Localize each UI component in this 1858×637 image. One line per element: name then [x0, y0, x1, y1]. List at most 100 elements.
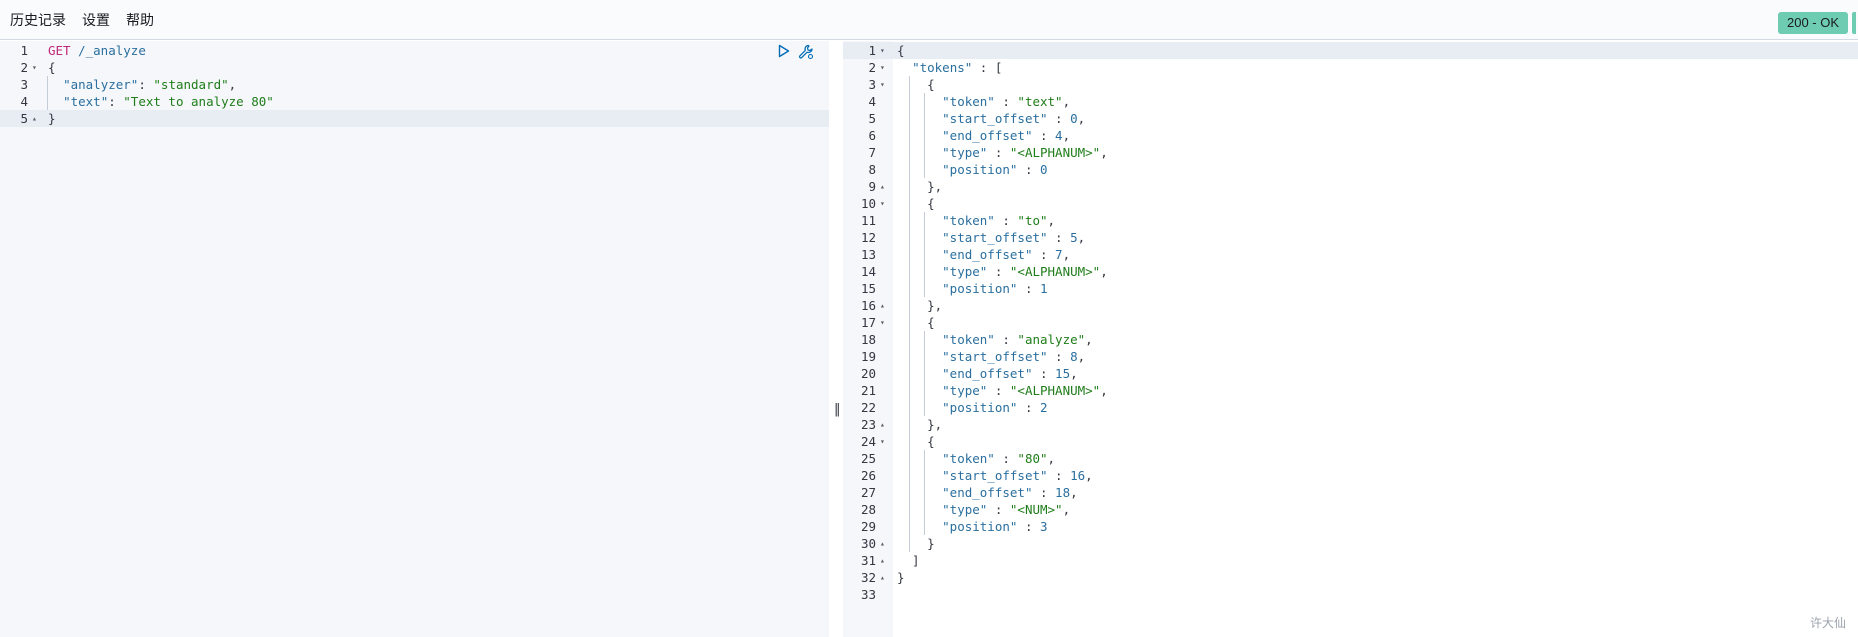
response-code-line: { — [897, 315, 935, 330]
response-code-line: "position" : 1 — [942, 281, 1048, 296]
indent-guide — [47, 76, 48, 110]
request-active-line — [44, 110, 829, 127]
fold-open-icon[interactable]: ▾ — [880, 318, 885, 327]
response-line-number: 27 — [860, 485, 876, 500]
indent-guide — [924, 93, 925, 178]
fold-open-icon[interactable]: ▾ — [880, 199, 885, 208]
fold-close-icon[interactable]: ▴ — [880, 182, 885, 191]
request-code-line: GET /_analyze — [48, 43, 146, 58]
response-line-number: 20 — [860, 366, 876, 381]
response-code-line: "type" : "<ALPHANUM>", — [942, 145, 1108, 160]
fold-open-icon[interactable]: ▾ — [880, 437, 885, 446]
response-line-number: 14 — [860, 264, 876, 279]
response-line-number: 4 — [868, 94, 876, 109]
status-badge-edge — [1852, 12, 1856, 34]
response-code-line: } — [897, 536, 935, 551]
request-line-number: 2 — [20, 60, 28, 75]
fold-close-icon[interactable]: ▴ — [880, 573, 885, 582]
request-code-line: "text": "Text to analyze 80" — [63, 94, 274, 109]
fold-close-icon[interactable]: ▴ — [32, 114, 37, 123]
response-code-line: "end_offset" : 4, — [942, 128, 1071, 143]
watermark: 许大仙 — [1810, 616, 1847, 630]
fold-close-icon[interactable]: ▴ — [880, 301, 885, 310]
response-code-line: { — [897, 196, 935, 211]
response-line-number: 25 — [860, 451, 876, 466]
request-line-number: 4 — [20, 94, 28, 109]
response-code-line: "token" : "analyze", — [942, 332, 1093, 347]
response-code-line: "start_offset" : 16, — [942, 468, 1093, 483]
response-line-number: 16 — [860, 298, 876, 313]
response-code-line: }, — [897, 298, 943, 313]
response-code-area[interactable]: { "tokens" : [ { "token" : "text", "star… — [893, 41, 1858, 637]
request-gutter-active-line — [0, 110, 44, 127]
response-line-number: 8 — [868, 162, 876, 177]
fold-close-icon[interactable]: ▴ — [880, 420, 885, 429]
indent-guide — [909, 76, 910, 552]
response-active-line — [893, 42, 1858, 59]
menu-settings[interactable]: 设置 — [82, 12, 110, 28]
request-line-number: 1 — [20, 43, 28, 58]
response-line-number: 15 — [860, 281, 876, 296]
response-code-line: "token" : "80", — [942, 451, 1056, 466]
response-code-line: "token" : "text", — [942, 94, 1071, 109]
status-badge: 200 - OK — [1778, 12, 1849, 34]
indent-guide — [924, 331, 925, 416]
request-code-area[interactable]: GET /_analyze { "analyzer": "standard", "… — [44, 41, 829, 637]
fold-open-icon[interactable]: ▾ — [880, 80, 885, 89]
response-line-number: 9 — [868, 179, 876, 194]
response-code-line: }, — [897, 417, 943, 432]
menu-help[interactable]: 帮助 — [126, 12, 154, 28]
fold-open-icon[interactable]: ▾ — [880, 63, 885, 72]
response-code-line: "type" : "<NUM>", — [942, 502, 1071, 517]
pane-resizer[interactable]: ‖ — [829, 41, 843, 637]
indent-guide — [924, 450, 925, 535]
response-line-number: 31 — [860, 553, 876, 568]
response-code-line: "end_offset" : 7, — [942, 247, 1071, 262]
response-line-number: 10 — [860, 196, 876, 211]
play-icon[interactable] — [778, 44, 790, 60]
response-code-line: "tokens" : [ — [912, 60, 1003, 75]
response-line-number: 19 — [860, 349, 876, 364]
response-line-number: 24 — [860, 434, 876, 449]
response-line-number: 13 — [860, 247, 876, 262]
response-line-number: 5 — [868, 111, 876, 126]
menu-history[interactable]: 历史记录 — [10, 12, 66, 28]
response-line-number: 12 — [860, 230, 876, 245]
response-line-number: 3 — [868, 77, 876, 92]
fold-close-icon[interactable]: ▴ — [880, 539, 885, 548]
response-line-number: 7 — [868, 145, 876, 160]
request-code-line: "analyzer": "standard", — [63, 77, 237, 92]
fold-open-icon[interactable]: ▾ — [32, 63, 37, 72]
resizer-grip-icon[interactable]: ‖ — [834, 402, 841, 417]
request-actions — [778, 44, 814, 60]
fold-open-icon[interactable]: ▾ — [880, 46, 885, 55]
wrench-icon[interactable] — [798, 44, 814, 60]
request-editor[interactable]: 1 2 ▾ 3 4 5 ▴ GET /_analyze { "analyzer": "stan… — [0, 41, 829, 637]
response-line-number: 1 — [868, 43, 876, 58]
response-code-line: "position" : 0 — [942, 162, 1048, 177]
request-code-line: } — [48, 111, 56, 126]
response-code-line: { — [897, 77, 935, 92]
response-code-line: { — [897, 434, 935, 449]
response-line-number: 33 — [860, 587, 876, 602]
response-line-number: 26 — [860, 468, 876, 483]
response-code-line: "position" : 3 — [942, 519, 1048, 534]
response-code-line: "type" : "<ALPHANUM>", — [942, 383, 1108, 398]
fold-close-icon[interactable]: ▴ — [880, 556, 885, 565]
request-gutter: 1 2 ▾ 3 4 5 ▴ — [0, 41, 44, 637]
response-code-line: "type" : "<ALPHANUM>", — [942, 264, 1108, 279]
response-line-number: 22 — [860, 400, 876, 415]
response-gutter-active-line — [843, 42, 893, 59]
response-code-line: "start_offset" : 8, — [942, 349, 1086, 364]
top-toolbar: 历史记录 设置 帮助 200 - OK — [0, 0, 1858, 40]
request-line-number: 3 — [20, 77, 28, 92]
request-line-number: 5 — [20, 111, 28, 126]
request-code-line: { — [48, 60, 56, 75]
response-line-number: 18 — [860, 332, 876, 347]
response-line-number: 17 — [860, 315, 876, 330]
response-line-number: 30 — [860, 536, 876, 551]
response-line-number: 29 — [860, 519, 876, 534]
main-menu: 历史记录 设置 帮助 — [10, 0, 154, 40]
